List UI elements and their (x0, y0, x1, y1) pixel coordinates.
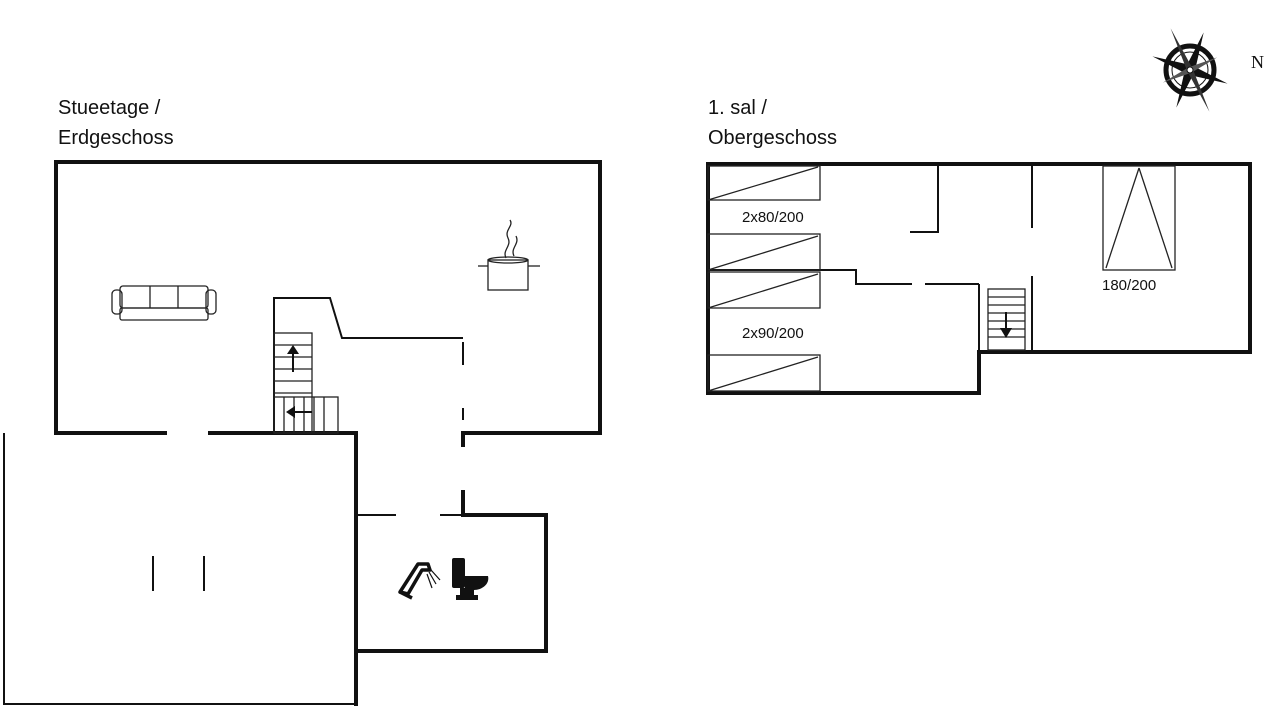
ground-floor-title-line1: Stueetage / (58, 97, 161, 119)
upper-floor-title-line1: 1. sal / (708, 97, 767, 119)
upper-floor-walls (706, 162, 1252, 395)
bed-label-2x90: 2x90/200 (742, 325, 804, 342)
sofa-icon (111, 285, 217, 321)
bed-group-2x90 (707, 271, 821, 392)
shower-icon (398, 562, 441, 600)
double-bed-180 (1102, 165, 1176, 271)
bed-label-180: 180/200 (1102, 277, 1156, 294)
upper-floor-staircase (987, 288, 1026, 351)
stairs-down-arrow-icon (1000, 312, 1012, 338)
stairs-up-arrow-icon (287, 345, 299, 372)
ground-floor-title-line2: Erdgeschoss (58, 127, 174, 149)
cooking-pot-icon (478, 219, 540, 291)
stairs-side-arrow-icon (286, 406, 312, 418)
bed-label-2x80: 2x80/200 (742, 209, 804, 226)
toilet-icon (452, 558, 489, 600)
ground-floor-staircase (273, 332, 339, 434)
compass-north-label: N (1251, 52, 1264, 72)
upper-floor-title-line2: Obergeschoss (708, 127, 837, 149)
compass-rose-icon (1152, 28, 1228, 112)
bed-group-2x80 (707, 165, 821, 271)
